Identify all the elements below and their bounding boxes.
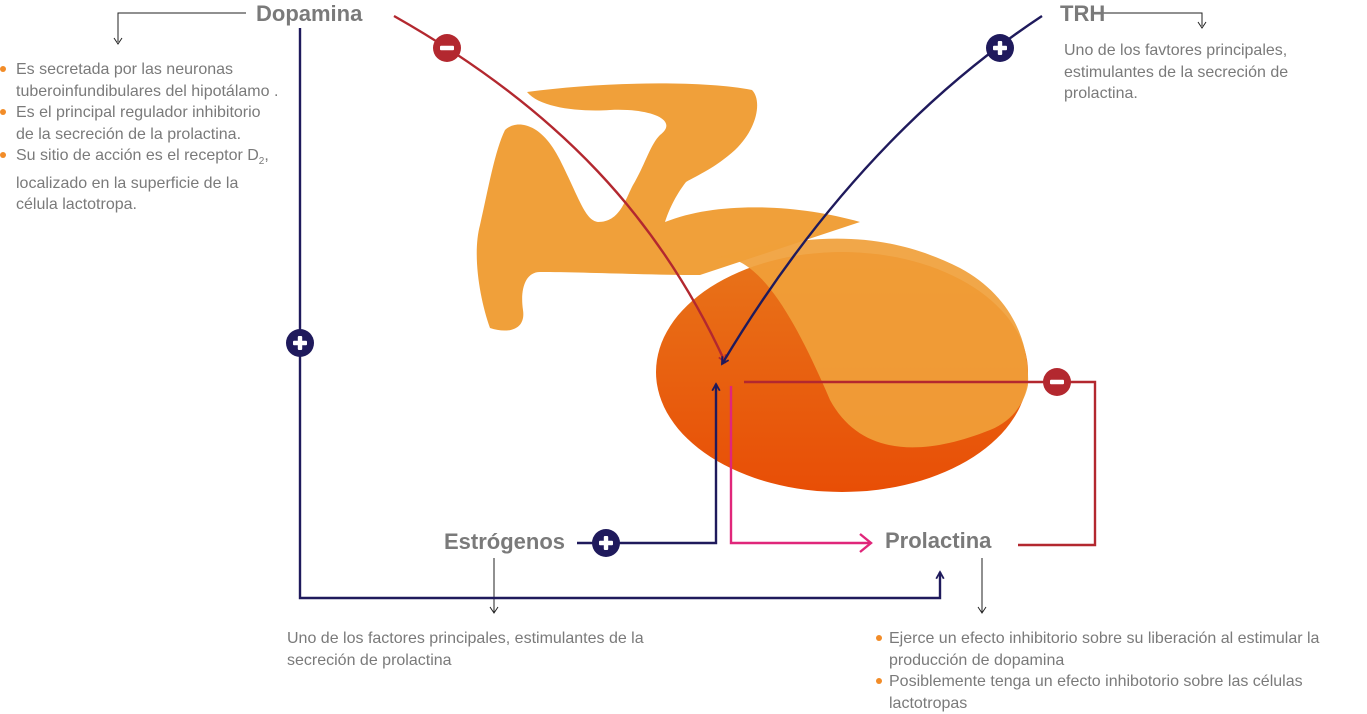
dopamina-to-prolactina-line (298, 28, 940, 600)
prolactina-feedback-line (744, 380, 1097, 547)
pituitary-lobe-highlight (716, 238, 1029, 448)
estrogenos-stimulation-arrow (577, 384, 716, 545)
trh-bracket (1092, 12, 1207, 29)
dopamina-inhibition-arrow (393, 14, 725, 362)
plus-circle-icon (986, 34, 1014, 62)
pituitary-stalk (476, 83, 860, 331)
plus-circle-icon (286, 329, 314, 357)
pituitary-illustration (476, 83, 1029, 492)
receptor-subscript: 2 (258, 156, 265, 168)
plus-circle-icon (592, 529, 620, 557)
estrogenos-note: Uno de los factores principales, estimul… (287, 630, 644, 669)
dopamina-note-text: , localizado en la superficie de la célu… (16, 147, 269, 214)
dopamina-label: Dopamina (256, 1, 363, 26)
prolactina-release-arrow (729, 386, 873, 553)
dopamina-bracket (113, 12, 246, 45)
prolactina-note: Ejerce un efecto inhibitorio sobre su li… (876, 628, 1362, 671)
trh-label: TRH (1060, 1, 1106, 26)
prolactina-label: Prolactina (885, 528, 992, 553)
dopamina-note: Su sitio de acción es el receptor D2, lo… (0, 145, 280, 216)
dopamina-note: Es secretada por las neuronas tuberoinfu… (0, 59, 280, 102)
dopamina-note-text: Su sitio de acción es el receptor D (16, 147, 259, 164)
prolactina-notes: Ejerce un efecto inhibitorio sobre su li… (876, 628, 1362, 714)
minus-circle-icon (1043, 368, 1071, 396)
dopamina-note: Es el principal regulador inhibitorio de… (0, 102, 280, 145)
trh-note: Uno de los favtores principales, estimul… (1064, 42, 1289, 102)
dopamina-notes: Es secretada por las neuronas tuberoinfu… (0, 59, 280, 216)
minus-circle-icon (433, 34, 461, 62)
estrogenos-bracket (489, 558, 499, 614)
prolactina-note: Posiblemente tenga un efecto inhibotorio… (876, 671, 1362, 714)
estrogenos-label: Estrógenos (444, 529, 566, 554)
prolactina-bracket (977, 558, 987, 614)
